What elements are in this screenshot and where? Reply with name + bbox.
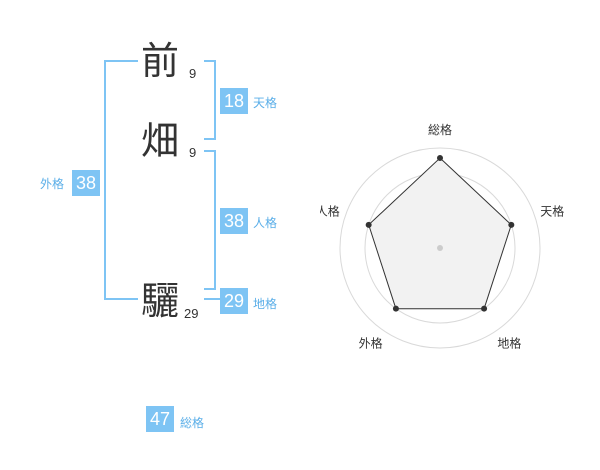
tenkaku-value: 18	[220, 88, 248, 114]
chikaku-label: 地格	[253, 297, 278, 311]
name-char-1: 前	[141, 39, 180, 83]
outer-bracket-bottom	[104, 298, 138, 300]
name-char-2-strokes: 9	[189, 145, 197, 160]
name-char-3-strokes: 29	[184, 306, 199, 321]
outer-bracket-vertical	[104, 60, 106, 300]
gaikaku-label: 外格	[40, 177, 65, 191]
jinkaku-bracket-top	[204, 150, 216, 152]
outer-bracket-top	[104, 60, 138, 62]
radar-area	[368, 157, 512, 310]
radar-point-3	[392, 305, 399, 312]
chikaku-value: 29	[220, 288, 248, 314]
jinkaku-label: 人格	[253, 216, 278, 230]
soukaku-value: 47	[146, 406, 174, 432]
radar-axis-label-2: 地格	[497, 335, 521, 350]
radar-points	[365, 155, 515, 312]
gaikaku-value: 38	[72, 170, 100, 196]
radar-axis-label-1: 天格	[540, 204, 564, 219]
radar-point-0	[437, 155, 443, 161]
soukaku-label: 総格	[180, 416, 205, 430]
tenkaku-bracket-vertical	[214, 60, 216, 140]
jinkaku-value: 38	[220, 208, 248, 234]
jinkaku-bracket-bottom	[204, 288, 216, 290]
radar-axis-label-3: 外格	[359, 335, 383, 350]
name-char-1-strokes: 9	[189, 66, 197, 81]
tenkaku-bracket-bottom	[204, 138, 216, 140]
radar-axis-label-4: 人格	[320, 204, 340, 219]
tenkaku-bracket-top	[204, 60, 216, 62]
name-char-2: 畑	[141, 119, 180, 163]
radar-axis-label-0: 総格	[428, 122, 452, 137]
radar-point-2	[481, 305, 488, 312]
radar-point-1	[508, 221, 515, 228]
chikaku-connector	[204, 298, 220, 300]
radar-center-dot	[437, 245, 443, 251]
tenkaku-label: 天格	[253, 96, 278, 110]
radar-point-4	[365, 221, 372, 228]
jinkaku-bracket-vertical	[214, 150, 216, 290]
name-char-3: 驪	[141, 279, 180, 323]
